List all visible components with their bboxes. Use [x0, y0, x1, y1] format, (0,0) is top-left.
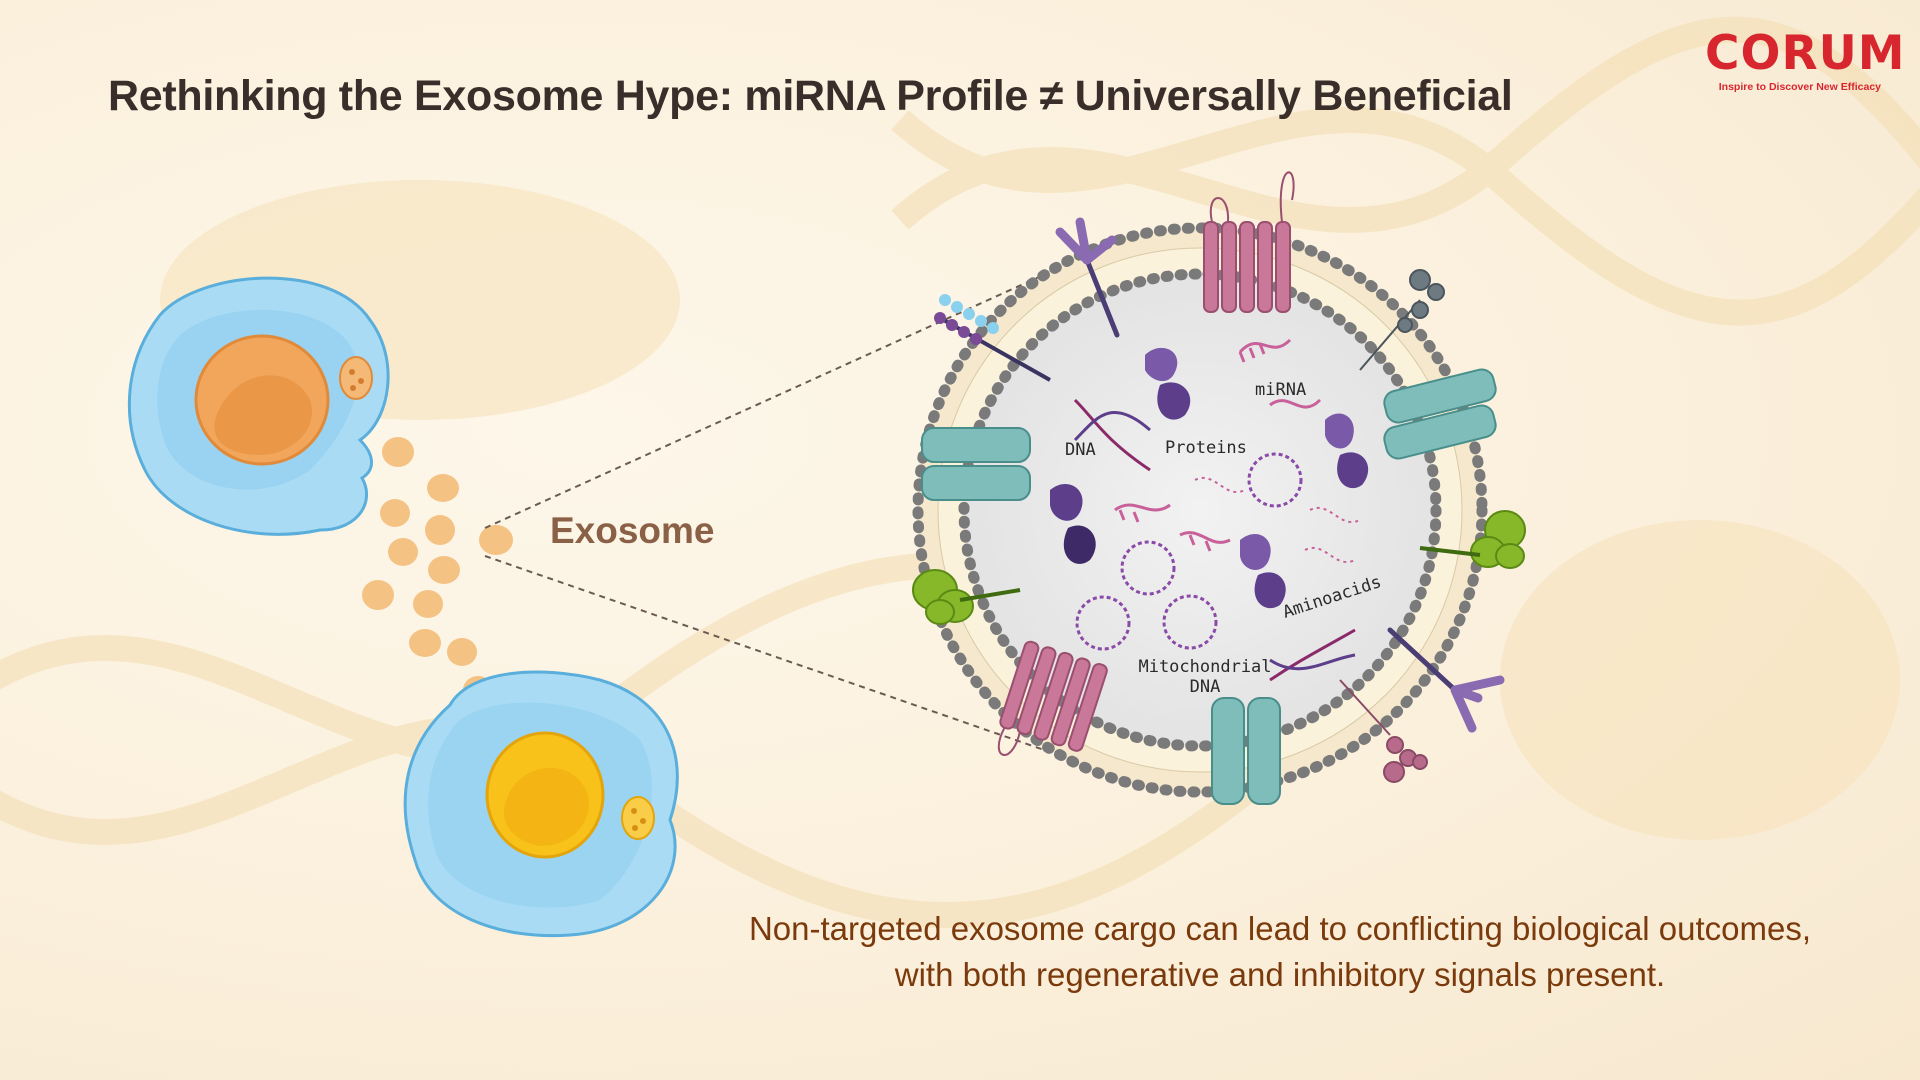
green-complex [1419, 510, 1526, 569]
brand-logo: CORUM Inspire to Discover New Efficacy [1705, 26, 1906, 93]
gpcr-protein [997, 640, 1108, 756]
zoom-lines [484, 271, 1051, 753]
donor-cell [127, 276, 390, 536]
caption: Non-targeted exosome cargo can lead to c… [640, 906, 1920, 998]
brand-name: CORUM [1705, 26, 1906, 81]
vesicle [413, 590, 443, 618]
label-mitochondrial: Mitochondrial [1138, 657, 1271, 677]
protein-blob [1240, 533, 1286, 609]
released-vesicles [362, 437, 513, 704]
vesicle [388, 538, 418, 566]
bead-chain [939, 316, 1051, 382]
bead-chain [1359, 269, 1445, 371]
membrane-channel [1383, 368, 1497, 460]
bead-chain [1339, 679, 1428, 783]
caption-line-2: with both regenerative and inhibitory si… [894, 956, 1666, 993]
label-mitochondrial-dna: DNA [1190, 677, 1221, 697]
membrane-channel [1211, 697, 1281, 805]
recipient-golgi [621, 796, 655, 840]
vesicle [427, 474, 459, 502]
label-mirna: miRNA [1255, 380, 1306, 400]
gpcr-protein [1203, 171, 1295, 313]
vesicle [425, 515, 455, 545]
label-dna: DNA [1065, 440, 1096, 460]
vesicle [409, 629, 441, 657]
caption-line-1: Non-targeted exosome cargo can lead to c… [748, 910, 1812, 947]
receptor-y [1055, 217, 1120, 338]
vesicle [447, 638, 477, 666]
protein-blob [1050, 483, 1096, 564]
vesicle [380, 499, 410, 527]
green-complex [912, 569, 1021, 625]
brand-tagline: Inspire to Discover New Efficacy [1718, 81, 1881, 93]
protein-blob [1145, 347, 1191, 420]
vesicle [382, 437, 414, 467]
mirna-strand [1114, 338, 1322, 552]
bead-chain [939, 294, 999, 334]
label-proteins: Proteins [1165, 438, 1247, 458]
exosome-label: Exosome [550, 510, 715, 551]
vesicle [362, 580, 394, 610]
mito-dna-ring [1075, 452, 1303, 651]
donor-golgi [339, 356, 373, 400]
dna-helix [1073, 398, 1151, 472]
bead-chain [934, 312, 982, 345]
exosome-detail: DNA Proteins miRNA Aminoacids Mitochondr… [912, 171, 1526, 805]
protein-blob [1325, 413, 1369, 489]
page-title: Rethinking the Exosome Hype: miRNA Profi… [108, 72, 1513, 120]
membrane-channel [921, 427, 1031, 501]
recipient-cell [403, 670, 679, 938]
vesicle-highlight [479, 525, 513, 555]
vesicle [428, 556, 460, 584]
dna-helix [1269, 628, 1356, 682]
receptor-y [1387, 627, 1505, 733]
